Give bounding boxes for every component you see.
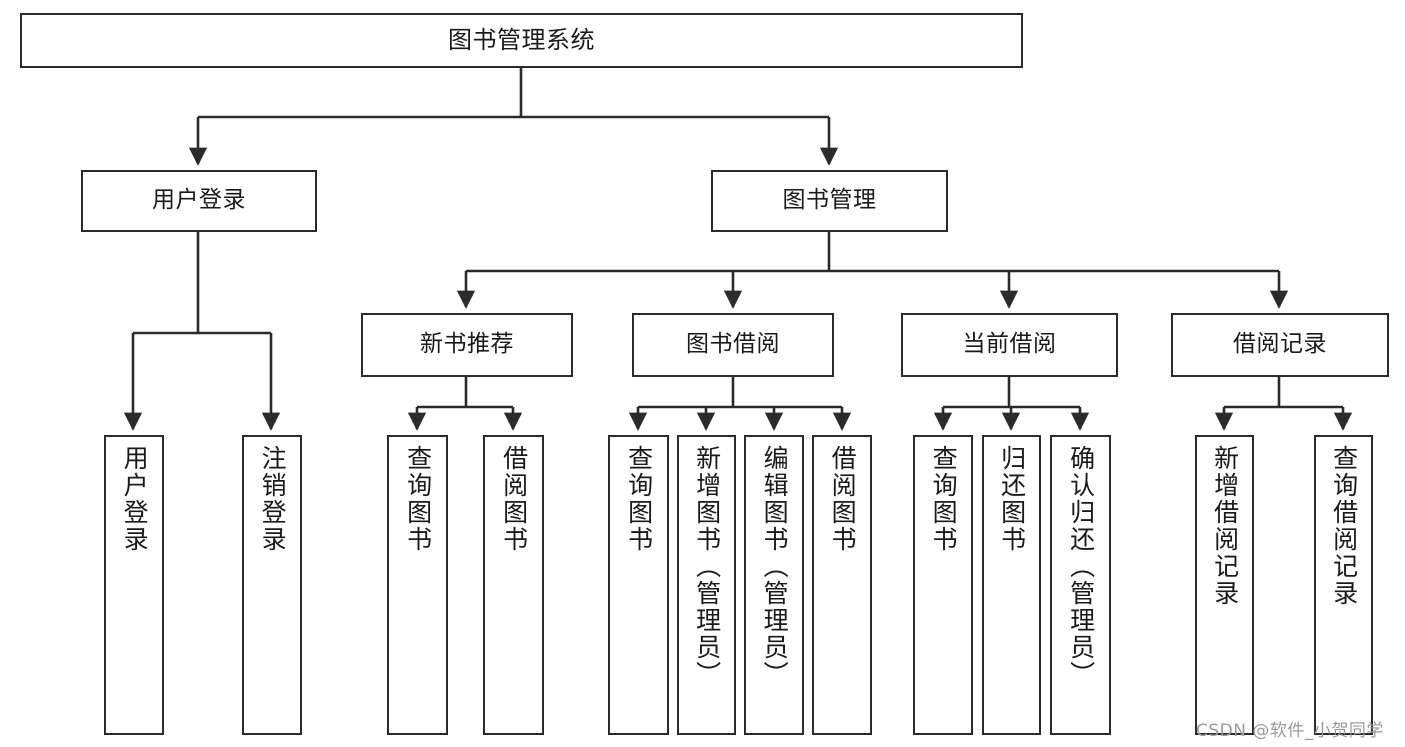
node-leaf-edit-book-label: 编辑图书（管理员）	[760, 445, 790, 688]
node-leaf-borrow-book-2[interactable]: 借阅图书	[812, 435, 872, 735]
node-leaf-query-book-3[interactable]: 查询图书	[913, 435, 973, 735]
node-leaf-add-book-label: 新增图书（管理员）	[692, 445, 722, 688]
node-leaf-query-record-label: 查询借阅记录	[1329, 445, 1359, 607]
node-leaf-add-book[interactable]: 新增图书（管理员）	[677, 435, 736, 735]
node-leaf-user-logout[interactable]: 注销登录	[242, 435, 302, 735]
node-leaf-query-record[interactable]: 查询借阅记录	[1314, 435, 1373, 735]
csdn-watermark: CSDN @软件_小贺同学	[1196, 721, 1384, 741]
node-leaf-borrow-book-1-label: 借阅图书	[499, 445, 529, 553]
node-leaf-add-record[interactable]: 新增借阅记录	[1195, 435, 1254, 735]
node-leaf-user-login[interactable]: 用户登录	[104, 435, 164, 735]
node-current-borrow-label: 当前借阅	[962, 331, 1057, 358]
node-book-borrow-label: 图书借阅	[686, 331, 780, 358]
node-root[interactable]: 图书管理系统	[20, 13, 1023, 68]
node-leaf-user-login-label: 用户登录	[120, 445, 150, 553]
node-leaf-query-book-3-label: 查询图书	[929, 445, 959, 553]
node-book-manage[interactable]: 图书管理	[711, 170, 948, 232]
node-new-book-rec-label: 新书推荐	[420, 331, 514, 358]
node-borrow-record[interactable]: 借阅记录	[1171, 313, 1389, 377]
node-current-borrow[interactable]: 当前借阅	[901, 313, 1118, 377]
node-user-login-label: 用户登录	[152, 187, 246, 214]
node-leaf-return-book[interactable]: 归还图书	[982, 435, 1041, 735]
node-leaf-query-book-1[interactable]: 查询图书	[387, 435, 448, 735]
node-leaf-return-book-label: 归还图书	[997, 445, 1027, 553]
node-leaf-query-book-2-label: 查询图书	[624, 445, 654, 553]
node-leaf-user-logout-label: 注销登录	[258, 445, 288, 553]
node-book-borrow[interactable]: 图书借阅	[632, 313, 834, 377]
node-leaf-confirm-return[interactable]: 确认归还（管理员）	[1050, 435, 1111, 735]
node-leaf-edit-book[interactable]: 编辑图书（管理员）	[744, 435, 804, 735]
node-book-manage-label: 图书管理	[782, 187, 877, 214]
node-leaf-add-record-label: 新增借阅记录	[1210, 445, 1240, 607]
node-root-label: 图书管理系统	[448, 26, 595, 55]
node-leaf-query-book-2[interactable]: 查询图书	[608, 435, 669, 735]
node-leaf-confirm-return-label: 确认归还（管理员）	[1066, 445, 1096, 688]
node-leaf-query-book-1-label: 查询图书	[403, 445, 433, 553]
node-leaf-borrow-book-1[interactable]: 借阅图书	[483, 435, 544, 735]
node-new-book-rec[interactable]: 新书推荐	[361, 313, 573, 377]
node-user-login[interactable]: 用户登录	[81, 170, 317, 232]
node-borrow-record-label: 借阅记录	[1233, 331, 1327, 358]
node-leaf-borrow-book-2-label: 借阅图书	[828, 445, 858, 553]
